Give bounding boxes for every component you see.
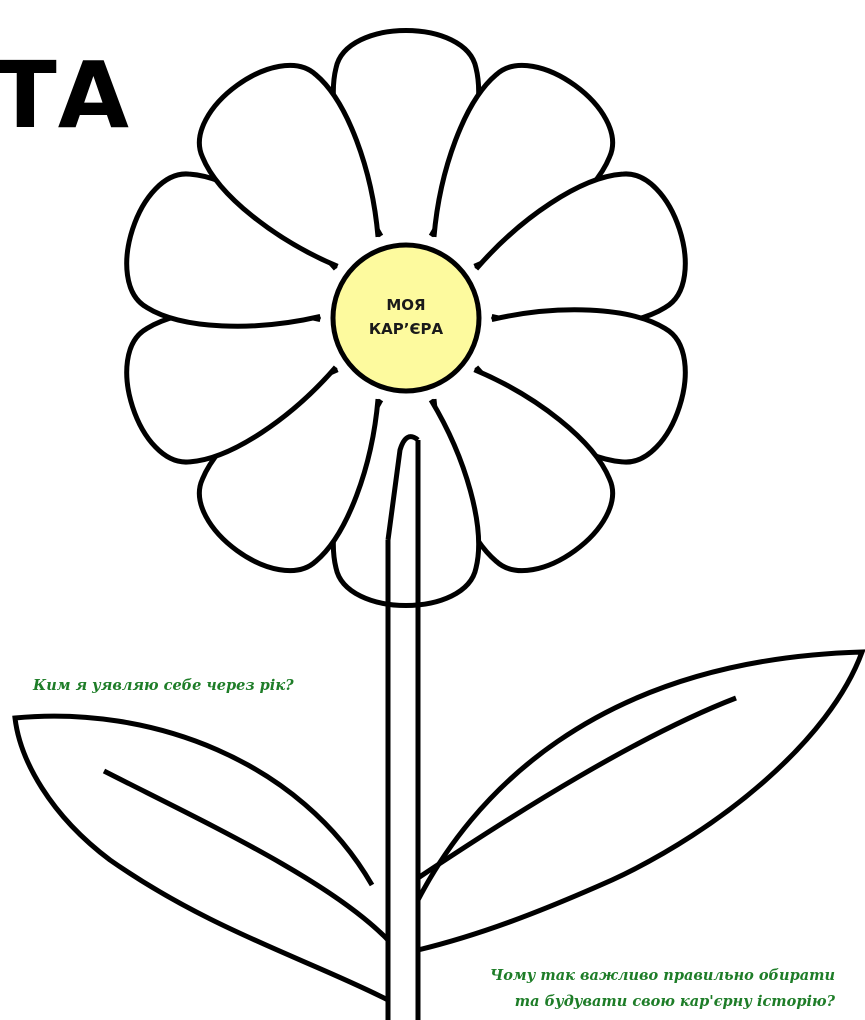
center-label: МОЯ КАР’ЄРА: [333, 293, 479, 341]
left-leaf: [15, 716, 388, 1000]
right-leaf: [418, 652, 862, 950]
center-label-line1: МОЯ: [333, 293, 479, 317]
question-why-line2: та будувати свою кар'єрну історію?: [415, 989, 835, 1015]
question-year: Ким я уявляю себе через рік?: [33, 677, 294, 694]
question-why: Чому так важливо правильно обирати та бу…: [415, 963, 835, 1015]
right-leaf-vein: [418, 698, 736, 878]
page-title: ТА: [0, 50, 130, 142]
center-label-line2: КАР’ЄРА: [333, 317, 479, 341]
question-why-line1: Чому так важливо правильно обирати: [415, 963, 835, 989]
left-leaf-vein: [104, 771, 388, 940]
